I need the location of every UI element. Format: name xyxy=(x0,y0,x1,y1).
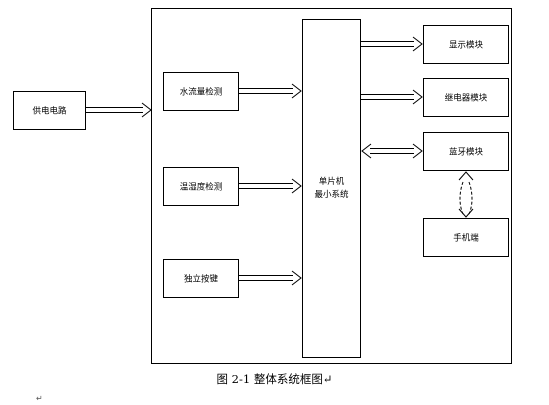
water-flow-detection-label: 水流量检测 xyxy=(180,87,223,98)
mcu-label-line2: 最小系统 xyxy=(314,189,349,200)
wireless-link-arrow xyxy=(459,181,473,215)
wireless-link-heads xyxy=(458,171,474,218)
relay-module-label: 继电器模块 xyxy=(445,93,488,104)
temp-humidity-detection-label: 温湿度检测 xyxy=(180,182,223,193)
bluetooth-arrow xyxy=(361,143,423,159)
display-arrow xyxy=(361,36,423,52)
bluetooth-module-block: 蓝牙模块 xyxy=(423,132,509,171)
display-module-label: 显示模块 xyxy=(449,40,484,51)
display-module-block: 显示模块 xyxy=(423,25,509,64)
system-boundary xyxy=(151,8,512,364)
mcu-label-line1: 单片机 xyxy=(319,176,345,187)
independent-keys-block: 独立按键 xyxy=(163,259,239,298)
water-flow-arrow xyxy=(239,83,302,99)
temp-humidity-detection-block: 温湿度检测 xyxy=(163,167,239,206)
bluetooth-module-label: 蓝牙模块 xyxy=(449,147,484,158)
relay-arrow xyxy=(361,89,423,105)
relay-module-block: 继电器模块 xyxy=(423,78,509,117)
temp-humidity-arrow xyxy=(239,178,302,194)
figure-caption: 图 2-1 整体系统框图↵ xyxy=(216,372,333,386)
phone-end-block: 手机端 xyxy=(423,218,509,257)
independent-keys-arrow xyxy=(239,270,302,286)
water-flow-detection-block: 水流量检测 xyxy=(163,72,239,111)
power-circuit-block: 供电电路 xyxy=(13,91,86,130)
independent-keys-label: 独立按键 xyxy=(184,274,219,285)
mcu-minimum-system-block: 单片机 最小系统 xyxy=(302,19,361,358)
phone-end-label: 手机端 xyxy=(453,233,479,244)
paragraph-mark: ↵ xyxy=(36,394,43,403)
power-arrow xyxy=(86,102,152,118)
power-circuit-label: 供电电路 xyxy=(32,106,67,117)
